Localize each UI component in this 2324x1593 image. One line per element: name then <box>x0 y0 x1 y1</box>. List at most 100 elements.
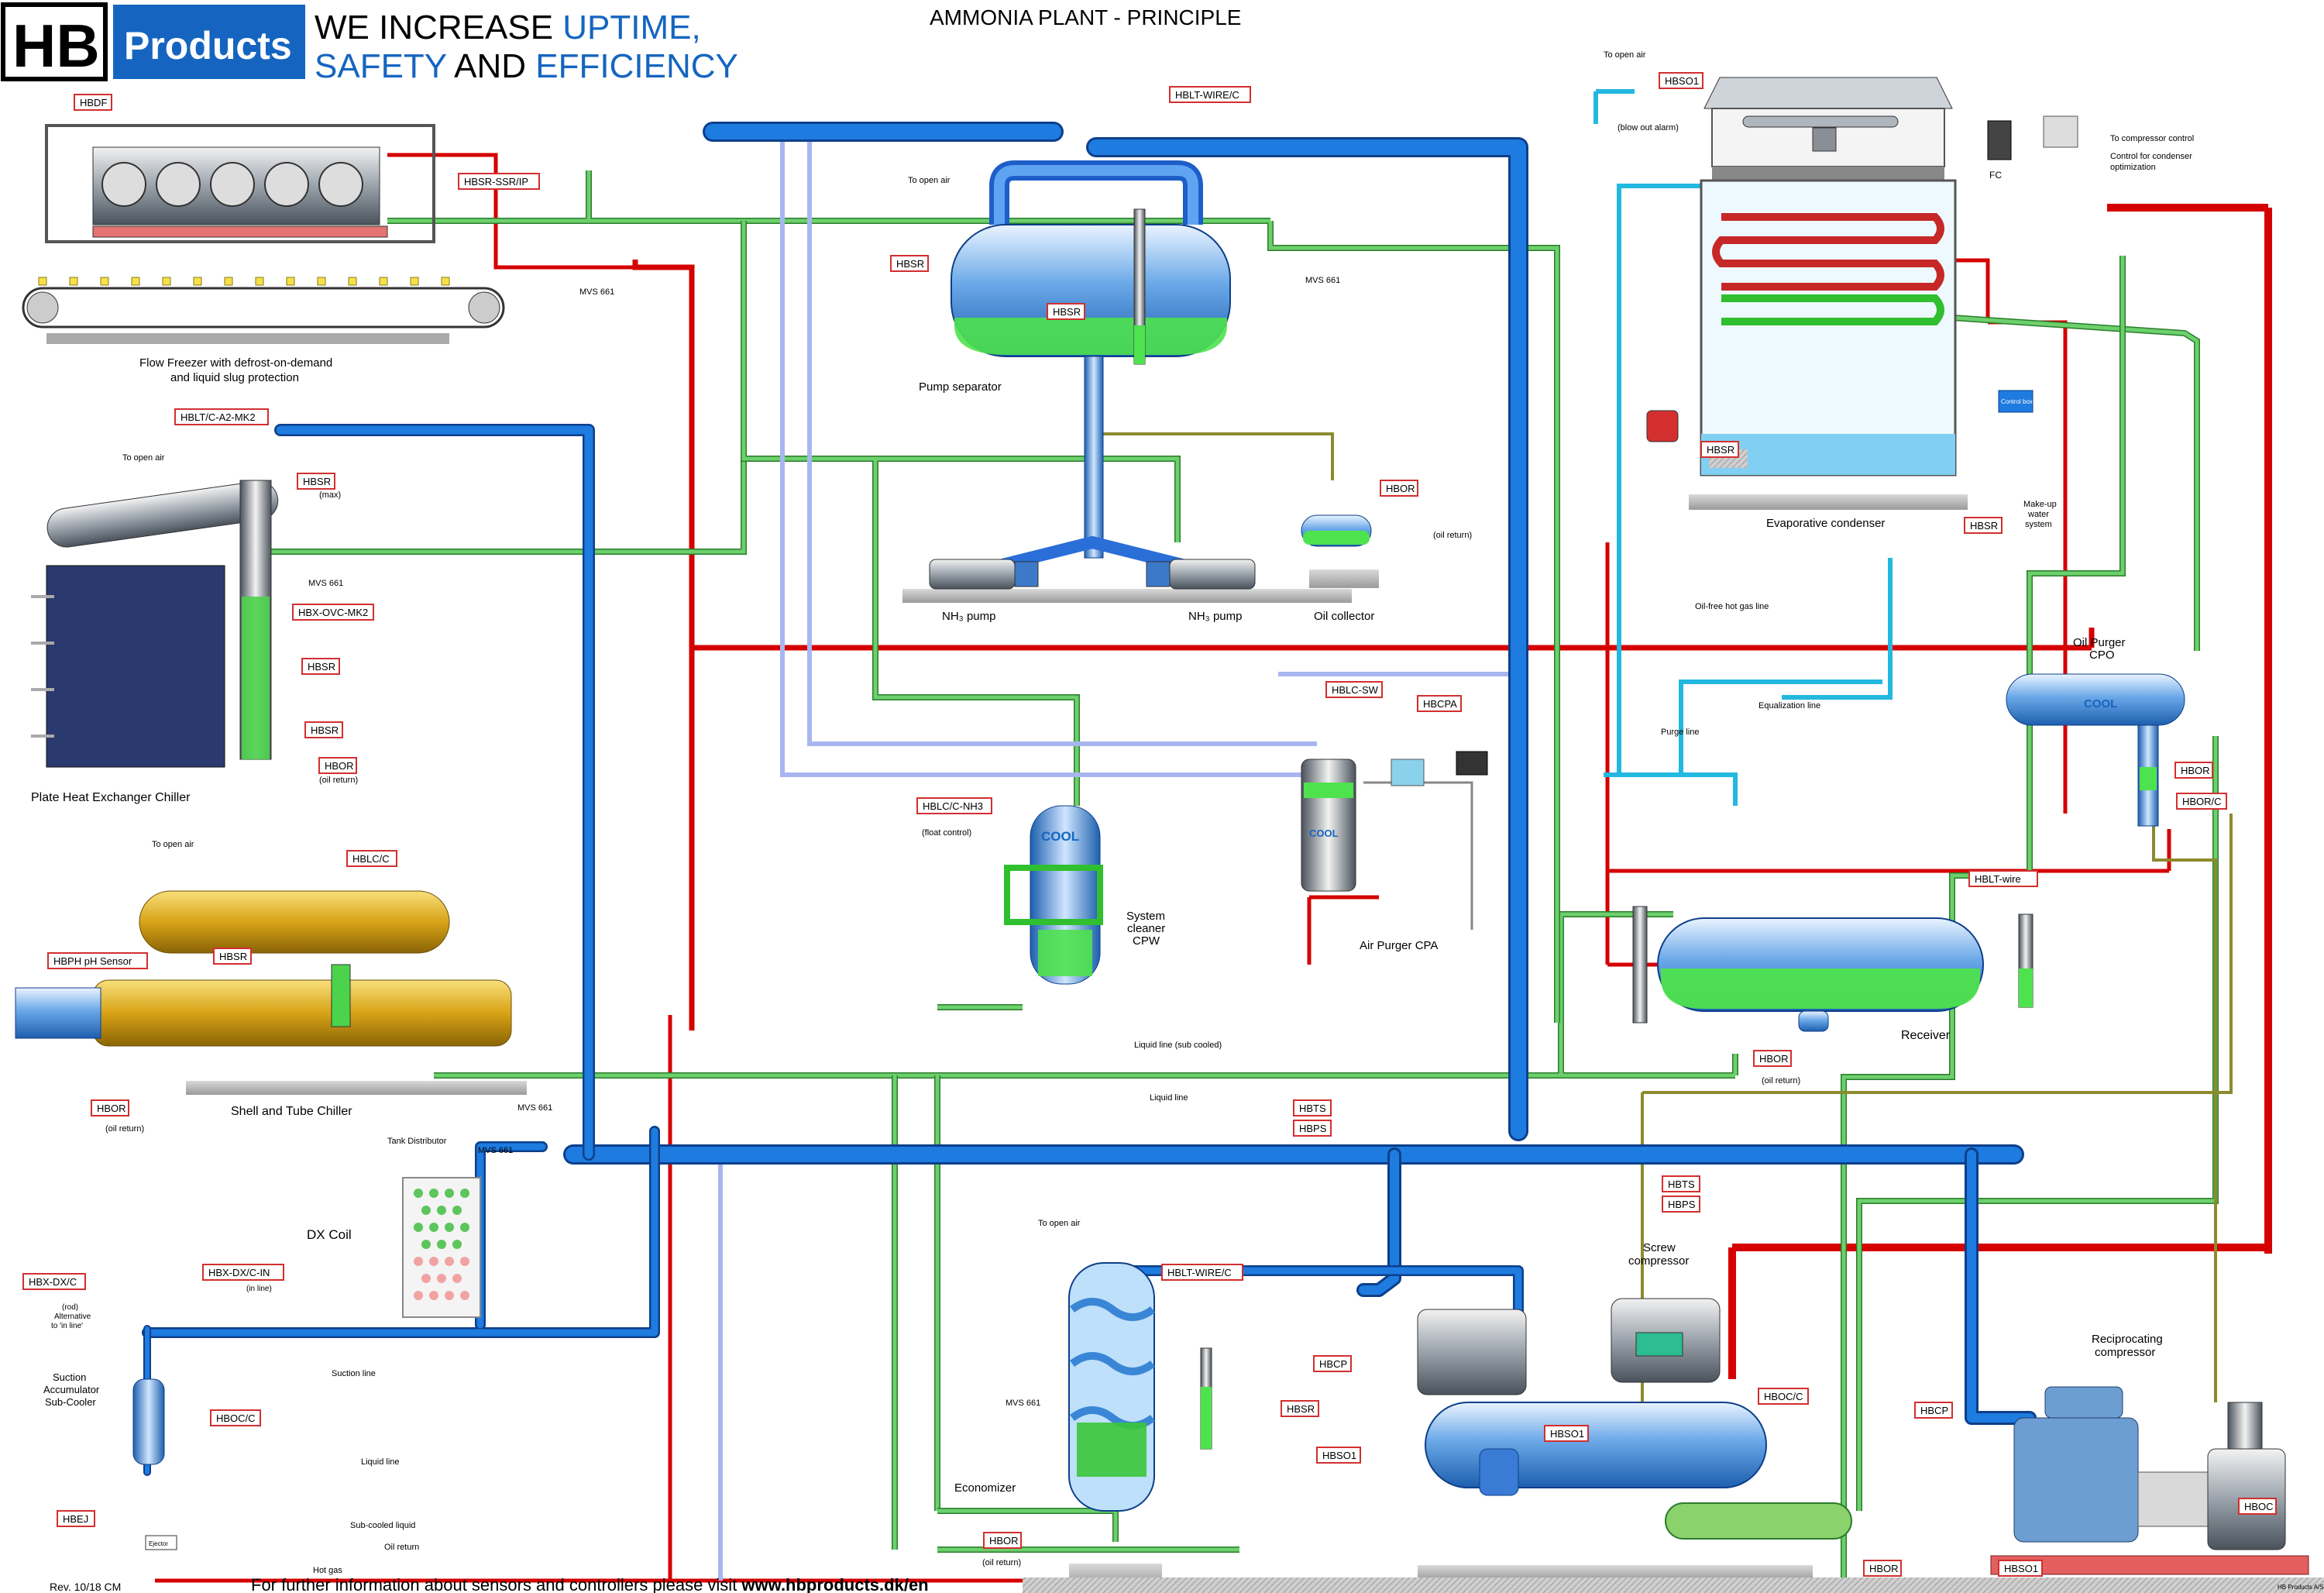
oil-purger-vessel <box>2006 673 2185 726</box>
tag-hbsr: HBSR <box>297 473 335 490</box>
conveyor-roller-left <box>26 291 59 324</box>
cond-coil-red <box>1712 213 1944 291</box>
tag-box <box>22 1273 86 1290</box>
page-title: AMMONIA PLANT - PRINCIPLE <box>930 5 1241 29</box>
tag-hbsr-ssr-ip: HBSR-SSR/IP <box>458 173 540 190</box>
suction-acc-vessel <box>132 1378 165 1465</box>
note-oil-free-hot-gas: Oil-free hot gas line <box>1695 602 1769 611</box>
cleaner-brand: COOL <box>1041 829 1079 844</box>
oil-line-2 <box>2152 806 2217 1402</box>
hot-gas-cond-right <box>1952 258 2068 814</box>
dx-coil: DX Coil Tank Distributor <box>307 1137 481 1318</box>
suction-screw-fill <box>1359 1150 1399 1295</box>
tag-text: HBSO1 <box>1665 75 1699 87</box>
economizer-label: Economizer <box>954 1481 1016 1495</box>
tag-text: HBSO1 <box>1550 1428 1584 1440</box>
note-oil-return-1: (oil return) <box>319 776 358 785</box>
shell-tube-base <box>186 1081 527 1095</box>
system-cleaner-label-3: CPW <box>1133 934 1160 948</box>
tag-text: HBOC <box>2244 1501 2274 1512</box>
tag-box <box>47 952 148 969</box>
flow-freezer-label-2: and liquid slug protection <box>170 371 299 384</box>
tag-box <box>916 797 992 814</box>
tag-hbx-dx-c-in: HBX-DX/C-IN <box>202 1264 284 1281</box>
tag-box <box>213 948 252 965</box>
tag-hboc-c: HBOC/C <box>210 1409 261 1426</box>
tag-text: HBSR <box>1287 1403 1315 1415</box>
recip-base <box>1990 1555 2309 1575</box>
tag-box <box>890 255 929 272</box>
cleaner-bottom-liquid <box>1038 930 1092 976</box>
tag-hbcp: HBCP <box>1914 1402 1953 1419</box>
plate-hex-drum <box>46 480 279 548</box>
note-mvs-3: MVS 661 <box>308 579 343 588</box>
note-makeup-3: system <box>2025 520 2052 529</box>
lavender-line <box>713 129 1513 1581</box>
dx-coil-label: DX Coil <box>307 1227 352 1242</box>
tag-hbor-c: HBOR/C <box>2176 793 2227 810</box>
footer: Rev. 10/18 CM For further information ab… <box>50 1575 2324 1593</box>
logo-products: Products <box>124 24 292 67</box>
suction-accumulator: Ejector Suction Accumulator Sub-Cooler <box>43 1371 177 1550</box>
tag-hblc-sw: HBLC-SW <box>1325 681 1383 698</box>
fc-controller <box>1987 120 2012 160</box>
freezer-coil <box>92 225 388 238</box>
tag-hbts: HBTS <box>1662 1175 1700 1192</box>
tag-hblc-c: HBLC/C <box>346 850 397 867</box>
liquid-econ-fill <box>937 1509 1239 1552</box>
note-to-comp-control: To compressor control <box>2110 134 2194 143</box>
note-open-air-3: To open air <box>908 176 951 185</box>
note-mvs-1: MVS 661 <box>579 287 614 297</box>
conveyor-belt <box>22 287 505 329</box>
tag-text: HBLT/C-A2-MK2 <box>180 411 256 423</box>
tag-box <box>91 1099 129 1116</box>
note-rod-2: Alternative <box>54 1313 91 1321</box>
note-control-cond-2: optimization <box>2110 163 2156 172</box>
tag-box <box>1914 1402 1953 1419</box>
cleaner-loop <box>1004 865 1103 925</box>
evap-cond-label: Evaporative condenser <box>1766 517 1885 530</box>
fc-label: FC <box>1989 170 2002 181</box>
flow-freezer: Flow Freezer with defrost-on-demand and … <box>22 124 505 384</box>
liquid-top-green-fill <box>387 170 1559 1023</box>
tag-box <box>1313 1355 1352 1372</box>
tag-box <box>1293 1120 1332 1137</box>
screw-motor-display <box>1635 1332 1683 1357</box>
tag-box <box>1968 870 2038 887</box>
cond-casing <box>1700 179 1957 477</box>
note-makeup-2: water <box>2027 510 2049 519</box>
cond-base <box>1689 494 1968 510</box>
screw-compressor: Screw compressor <box>1417 1241 1852 1581</box>
tag-box <box>1293 1099 1332 1116</box>
tag-box <box>301 658 340 675</box>
hot-gas-main <box>632 260 2095 1030</box>
liquid-to-plate-fill <box>263 221 746 554</box>
tag-hboc-c: HBOC/C <box>1758 1388 1809 1405</box>
note-float-control: (float control) <box>922 828 971 838</box>
recip-motor-top <box>2227 1402 2263 1450</box>
tag-hbor: HBOR <box>983 1532 1022 1549</box>
note-max: (max) <box>319 490 341 500</box>
tag-text: HBX-DX/C-IN <box>208 1267 270 1278</box>
tag-hbsr: HBSR <box>1700 441 1739 458</box>
note-purge-line: Purge line <box>1661 728 1700 737</box>
notes: MVS 661 MVS 661 MVS 661 MVS 661 MVS 661 … <box>51 50 2194 1575</box>
separator-top-header <box>989 160 1203 225</box>
oil-collector: Oil collector <box>1301 514 1379 623</box>
tag-text: HBSR <box>311 724 339 736</box>
tag-box <box>57 1510 95 1527</box>
tag-hbor: HBOR <box>91 1099 129 1116</box>
screw-base <box>1418 1565 1813 1581</box>
tag-hbso1: HBSO1 <box>1316 1447 1361 1464</box>
floor-strip <box>1023 1578 2324 1593</box>
nh3-pumps: NH₃ pump NH₃ pump <box>902 559 1352 623</box>
conveyor-base <box>46 333 449 344</box>
pump-1-motor <box>929 559 1016 590</box>
note-open-air-4: To open air <box>1038 1219 1081 1228</box>
equalization-line <box>1604 680 1882 777</box>
tag-text: HBSR <box>308 661 335 673</box>
tag-text: HBOR <box>97 1103 126 1114</box>
tag-hbso1: HBSO1 <box>1659 72 1703 89</box>
note-oil-return-3: (oil return) <box>1433 531 1472 540</box>
